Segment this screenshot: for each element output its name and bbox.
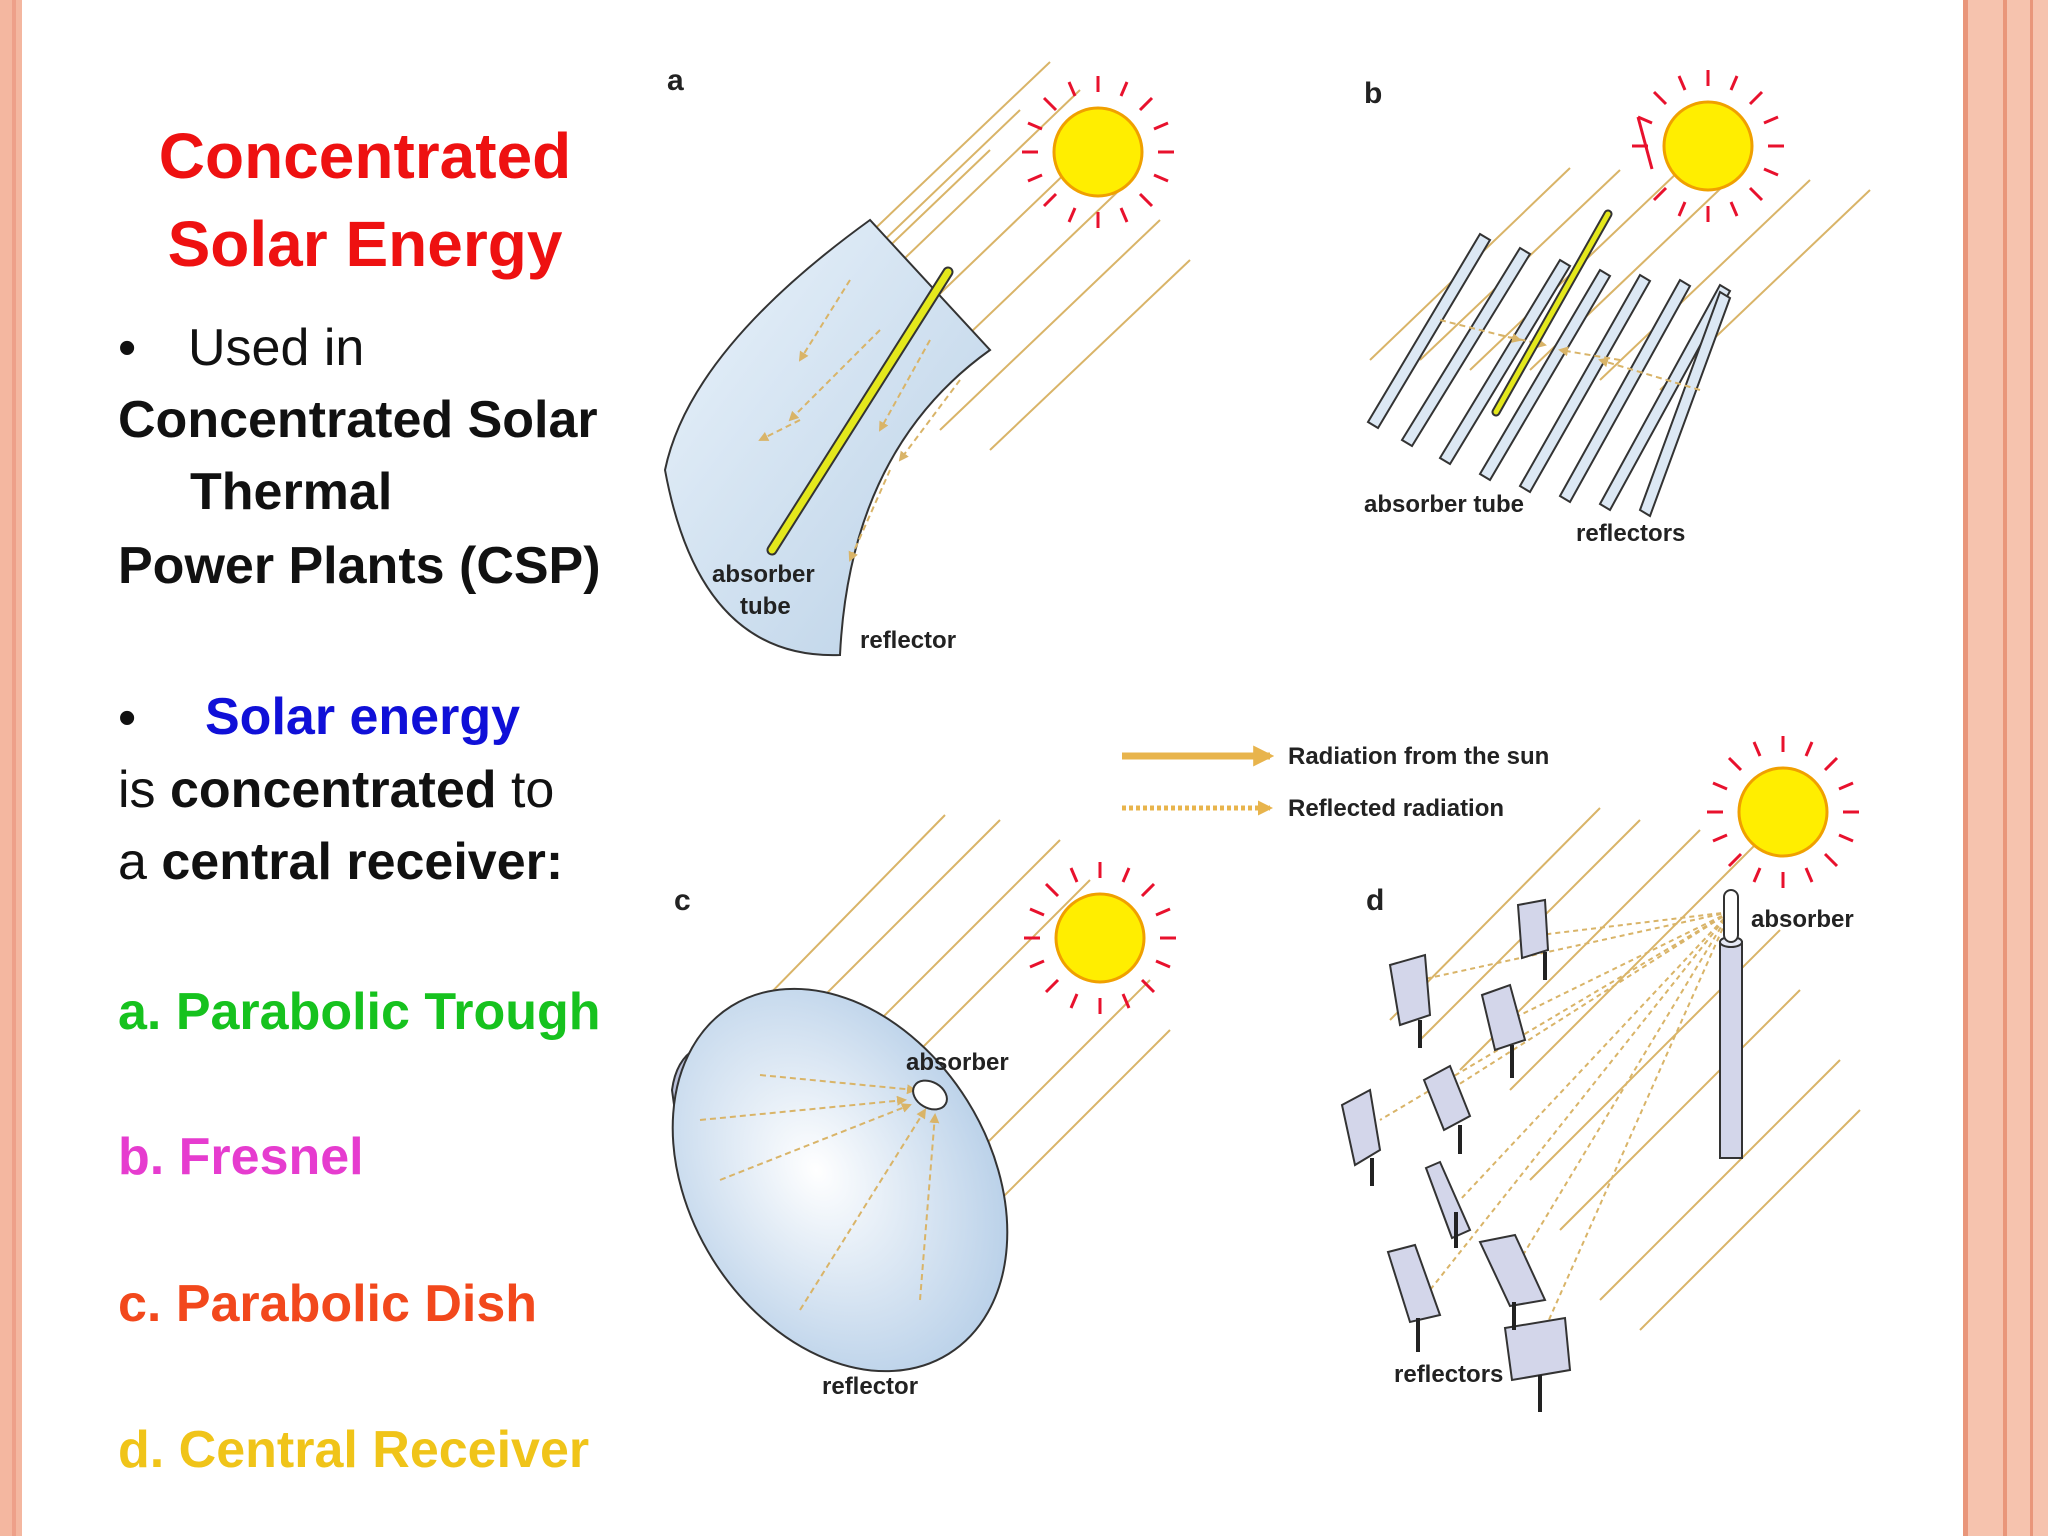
panel-b-reflected-rays — [1439, 319, 1701, 391]
bullet-dot: • — [118, 319, 137, 377]
bullet2-line2: is concentrated to — [118, 758, 554, 822]
panel-c-reflected-rays — [699, 1074, 940, 1311]
panel-a-letter: a — [667, 64, 684, 97]
slide-border-right-line — [1963, 0, 1968, 1536]
bullet1-line3: Power Plants (CSP) — [118, 537, 601, 595]
panel-a-reflected-rays — [758, 279, 961, 562]
panel-a-tube-label: tube — [740, 593, 791, 620]
type-parabolic-dish: c. Parabolic Dish — [118, 1275, 538, 1333]
legend: Radiation from the sun Reflected radiati… — [1122, 743, 1549, 822]
panel-c-reflector-label: reflector — [822, 1373, 918, 1400]
bullet2-is: is — [118, 761, 170, 819]
bullet2-central-receiver: central receiver: — [161, 833, 564, 891]
panel-c-parabolic-dish: c absorber reflector — [670, 814, 1176, 1400]
panel-b-rays — [1369, 167, 1871, 391]
panel-d-heliostats — [1340, 898, 1572, 1382]
sun-icon — [1707, 736, 1859, 888]
slide-border-right-line — [2030, 0, 2033, 1536]
slide-border-left-line — [12, 0, 16, 1536]
panel-b-reflectors-label: reflectors — [1576, 520, 1685, 547]
panel-b-fresnel: b absorber tube reflectors — [1364, 70, 1871, 547]
panel-a-reflector-label: reflector — [860, 627, 956, 654]
bullet1-line1: Concentrated Solar — [118, 391, 598, 449]
title-line-1: Concentrated — [158, 120, 572, 192]
panel-b-reflectors — [1366, 232, 1732, 518]
legend-reflected-label: Reflected radiation — [1288, 795, 1504, 822]
slide-title: Concentrated Solar Energy — [115, 112, 615, 288]
slide-border-left — [0, 0, 22, 1536]
legend-direct-label: Radiation from the sun — [1288, 743, 1549, 770]
bullet2-to: to — [496, 761, 555, 819]
panel-d-absorber — [1723, 889, 1739, 943]
panel-d-absorber-label: absorber — [1751, 906, 1854, 933]
panel-d-letter: d — [1366, 884, 1384, 917]
panel-b-letter: b — [1364, 77, 1382, 110]
panel-d-heliostat-posts — [1370, 952, 1547, 1412]
sun-icon — [1024, 862, 1176, 1014]
panel-b-absorber-tube-label: absorber tube — [1364, 491, 1524, 518]
slide-border-right-line — [2003, 0, 2007, 1536]
type-fresnel: b. Fresnel — [118, 1128, 364, 1186]
panel-d-tower — [1719, 941, 1743, 1159]
panel-c-absorber — [912, 1079, 948, 1111]
bullet2-a: a — [118, 833, 162, 891]
bullet1-line2: Thermal — [190, 463, 393, 521]
panel-c-absorber-label: absorber — [906, 1049, 1009, 1076]
type-central-receiver: d. Central Receiver — [118, 1421, 590, 1479]
sun-icon — [1022, 76, 1174, 228]
panel-d-central-receiver: d — [1340, 736, 1861, 1412]
panel-a-parabolic-trough: a absorber tube reflector — [663, 61, 1191, 657]
bullet-dot: • — [118, 689, 137, 747]
type-parabolic-trough: a. Parabolic Trough — [118, 983, 601, 1041]
sun-icon — [1632, 70, 1784, 222]
bullet2-lead: Solar energy — [205, 688, 521, 746]
panel-d-reflected-rays — [1379, 911, 1731, 1341]
panel-d-reflectors-label: reflectors — [1394, 1361, 1503, 1388]
panel-c-letter: c — [674, 884, 691, 917]
bullet2-line3: a central receiver: — [118, 830, 563, 894]
bullet1-prefix: Used in — [188, 319, 365, 377]
title-line-2: Solar Energy — [167, 208, 563, 280]
panel-a-absorber-label: absorber — [712, 561, 815, 588]
panel-c-reflector — [671, 987, 1009, 1373]
bullet2-concentrated: concentrated — [170, 761, 497, 819]
